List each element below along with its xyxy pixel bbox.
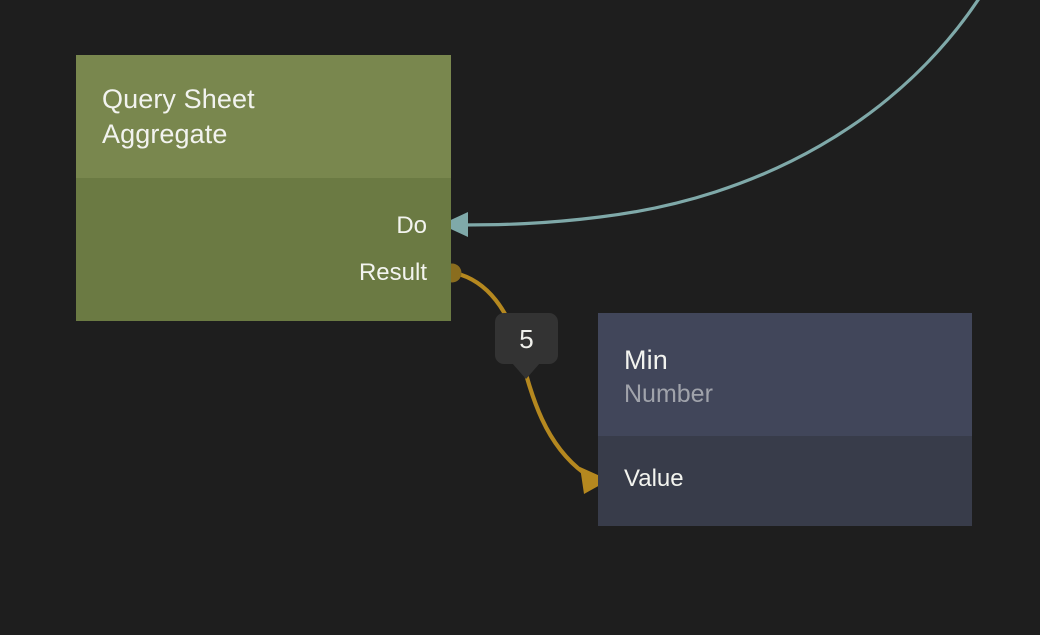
exec-wire-path xyxy=(460,0,980,227)
port-row-result[interactable]: Result xyxy=(359,259,427,287)
node-query-sheet-aggregate[interactable]: Query Sheet Aggregate Do Result xyxy=(76,55,451,321)
port-row-do[interactable]: Do xyxy=(396,212,427,240)
node-min-subtitle: Number xyxy=(624,380,713,408)
port-row-value[interactable]: Value xyxy=(624,465,684,493)
port-label-result: Result xyxy=(358,259,427,286)
node-min-title: Min xyxy=(624,345,668,375)
result-value-badge-text: 5 xyxy=(519,323,534,354)
node-min[interactable]: Min Number Value xyxy=(598,313,972,526)
port-label-do: Do xyxy=(396,212,427,239)
node-min-header[interactable]: Min Number xyxy=(598,313,972,436)
port-label-value: Value xyxy=(624,465,684,492)
result-value-badge-tail xyxy=(512,363,540,379)
node-min-body: Value xyxy=(598,436,972,526)
node-query-title: Query Sheet Aggregate xyxy=(102,84,255,149)
node-query-header[interactable]: Query Sheet Aggregate xyxy=(76,55,451,178)
result-value-badge[interactable]: 5 xyxy=(495,313,558,364)
node-query-body: Do Result xyxy=(76,178,451,321)
